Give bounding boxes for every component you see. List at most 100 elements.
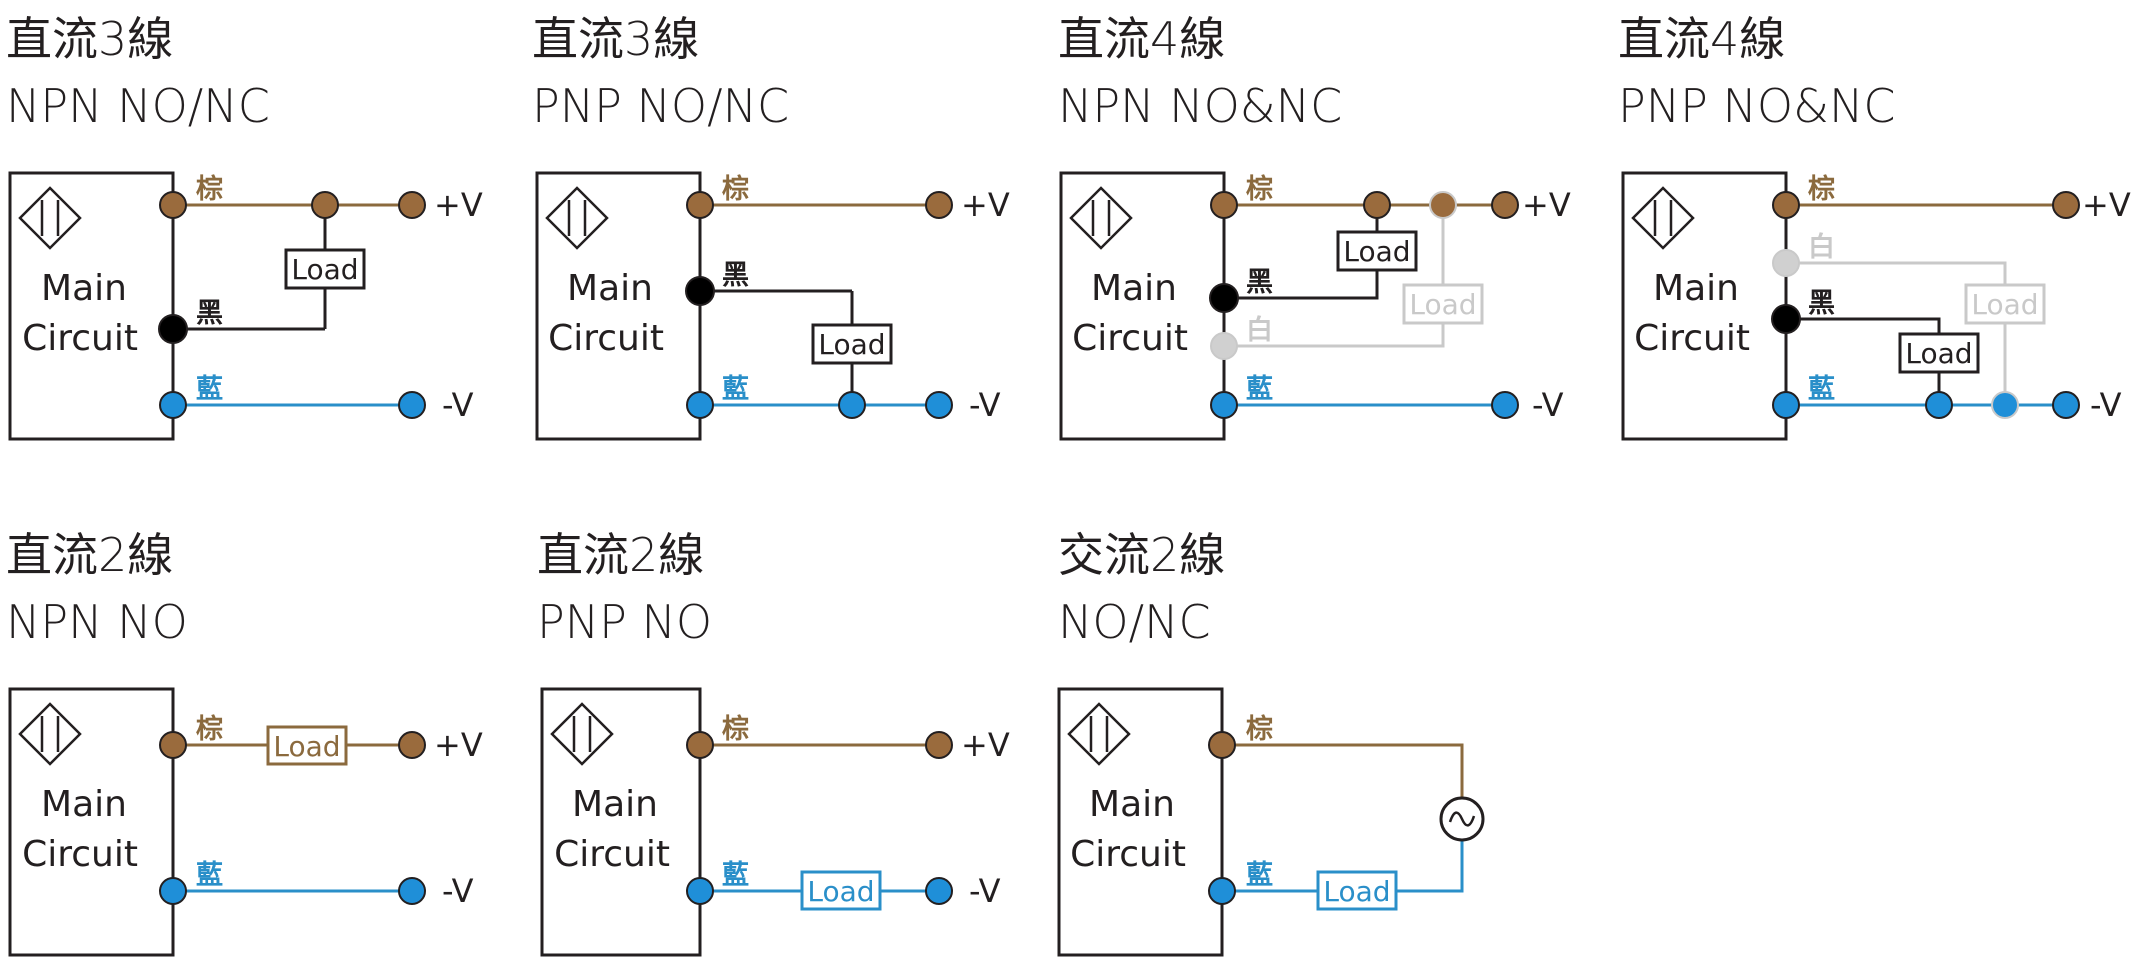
blue-wire-label: 藍 bbox=[1246, 860, 1273, 891]
main-circuit-label: Main bbox=[567, 268, 653, 309]
main-circuit-label: Circuit bbox=[1634, 318, 1750, 359]
plus-v-terminal bbox=[925, 731, 953, 759]
diagram-subtitle: PNP NO&NC bbox=[1618, 79, 1896, 133]
load-label: Load bbox=[818, 328, 885, 361]
main-circuit-label: Main bbox=[572, 784, 658, 825]
black-terminal bbox=[1771, 304, 1801, 334]
main-circuit-box bbox=[8, 171, 175, 441]
brown-wire-label: 棕 bbox=[722, 714, 749, 745]
diagram-dc4-npn: 直流4線 NPN NO&NC Main Circuit Load Load 棕 … bbox=[1058, 12, 1571, 441]
proximity-sensor-icon bbox=[18, 702, 82, 766]
diagram-title: 直流3線 bbox=[532, 12, 699, 66]
black-terminal bbox=[1209, 283, 1239, 313]
junction-dot bbox=[311, 191, 339, 219]
minus-v-terminal bbox=[925, 877, 953, 905]
plus-v-terminal bbox=[398, 731, 426, 759]
blue-wire-label: 藍 bbox=[722, 374, 749, 405]
blue-terminal bbox=[159, 391, 187, 419]
load-label: Load bbox=[1323, 875, 1390, 908]
blue-wire-label: 藍 bbox=[196, 860, 223, 891]
main-circuit-label: Circuit bbox=[548, 318, 664, 359]
main-circuit-box bbox=[1057, 687, 1224, 957]
load-box bbox=[811, 323, 893, 365]
white-wire-label: 白 bbox=[1246, 314, 1273, 346]
plus-v-terminal bbox=[1491, 191, 1519, 219]
blue-wire-label: 藍 bbox=[1246, 374, 1273, 405]
load-label: Load bbox=[273, 730, 340, 763]
blue-terminal bbox=[686, 391, 714, 419]
white-wire bbox=[1224, 323, 1445, 348]
main-circuit-box bbox=[8, 687, 175, 957]
main-circuit-box bbox=[1621, 171, 1788, 441]
diagram-subtitle: PNP NO/NC bbox=[532, 79, 789, 133]
blue-wire-label: 藍 bbox=[722, 860, 749, 891]
diagram-dc2-pnp: 直流2線 PNP NO Main Circuit Load 棕 藍 +V -V bbox=[537, 528, 1010, 957]
black-terminal bbox=[685, 276, 715, 306]
diagram-dc4-pnp: 直流4線 PNP NO&NC Main Circuit Load Load 棕 … bbox=[1618, 12, 2131, 441]
main-circuit-box bbox=[1059, 171, 1226, 441]
plus-v-terminal bbox=[2052, 191, 2080, 219]
blue-wire-label: 藍 bbox=[1808, 374, 1835, 405]
junction-dot-inactive bbox=[1991, 391, 2019, 419]
diagram-title: 交流2線 bbox=[1058, 528, 1225, 582]
brown-wire-label: 棕 bbox=[1246, 174, 1273, 205]
white-terminal bbox=[1210, 332, 1238, 360]
brown-terminal bbox=[159, 191, 187, 219]
main-circuit-label: Main bbox=[41, 784, 127, 825]
plus-v-label: +V bbox=[434, 726, 483, 764]
diagram-title: 直流2線 bbox=[537, 528, 704, 582]
load-box bbox=[1316, 870, 1398, 911]
plus-v-terminal bbox=[925, 191, 953, 219]
minus-v-terminal bbox=[925, 391, 953, 419]
diagram-subtitle: NPN NO bbox=[6, 595, 188, 649]
black-wire-label: 黑 bbox=[722, 260, 749, 291]
diagram-dc2-npn: 直流2線 NPN NO Main Circuit Load 棕 藍 +V -V bbox=[6, 528, 483, 957]
minus-v-terminal bbox=[1491, 391, 1519, 419]
proximity-sensor-icon bbox=[1069, 186, 1133, 250]
brown-terminal bbox=[686, 731, 714, 759]
load-label-inactive: Load bbox=[1971, 288, 2038, 321]
diagram-title: 直流3線 bbox=[6, 12, 173, 66]
main-circuit-label: Circuit bbox=[554, 834, 670, 875]
diagram-dc3-npn: 直流3線 NPN NO/NC Main Circuit Load 棕 黑 藍 +… bbox=[6, 12, 483, 441]
junction-dot-inactive bbox=[1429, 191, 1457, 219]
blue-terminal bbox=[1210, 391, 1238, 419]
plus-v-label: +V bbox=[2082, 186, 2131, 224]
load-box-inactive bbox=[1402, 283, 1484, 325]
load-box bbox=[1336, 230, 1418, 272]
minus-v-label: -V bbox=[442, 872, 474, 910]
proximity-sensor-icon bbox=[1631, 186, 1695, 250]
minus-v-label: -V bbox=[2090, 386, 2122, 424]
main-circuit-label: Circuit bbox=[22, 318, 138, 359]
blue-wire-label: 藍 bbox=[196, 374, 223, 405]
main-circuit-label: Circuit bbox=[1072, 318, 1188, 359]
plus-v-label: +V bbox=[1522, 186, 1571, 224]
junction-dot bbox=[1363, 191, 1391, 219]
load-label: Load bbox=[807, 875, 874, 908]
brown-terminal bbox=[159, 731, 187, 759]
load-label-inactive: Load bbox=[1409, 288, 1476, 321]
brown-wire-label: 棕 bbox=[196, 174, 223, 205]
main-circuit-label: Main bbox=[1653, 268, 1739, 309]
diagram-title: 直流4線 bbox=[1618, 12, 1785, 66]
white-wire bbox=[1786, 261, 2007, 285]
diagram-subtitle: NPN NO/NC bbox=[6, 79, 270, 133]
proximity-sensor-icon bbox=[550, 702, 614, 766]
brown-terminal bbox=[1210, 191, 1238, 219]
main-circuit-label: Main bbox=[41, 268, 127, 309]
minus-v-label: -V bbox=[969, 386, 1001, 424]
brown-terminal bbox=[1208, 731, 1236, 759]
white-wire-label: 白 bbox=[1808, 231, 1835, 263]
blue-terminal bbox=[159, 877, 187, 905]
white-terminal bbox=[1772, 249, 1800, 277]
main-circuit-label: Circuit bbox=[1070, 834, 1186, 875]
plus-v-label: +V bbox=[434, 186, 483, 224]
blue-terminal bbox=[686, 877, 714, 905]
minus-v-terminal bbox=[398, 391, 426, 419]
brown-wire-label: 棕 bbox=[722, 174, 749, 205]
brown-wire-label: 棕 bbox=[1808, 174, 1835, 205]
diagram-subtitle: NO/NC bbox=[1058, 595, 1211, 649]
plus-v-label: +V bbox=[961, 186, 1010, 224]
proximity-sensor-icon bbox=[18, 186, 82, 250]
